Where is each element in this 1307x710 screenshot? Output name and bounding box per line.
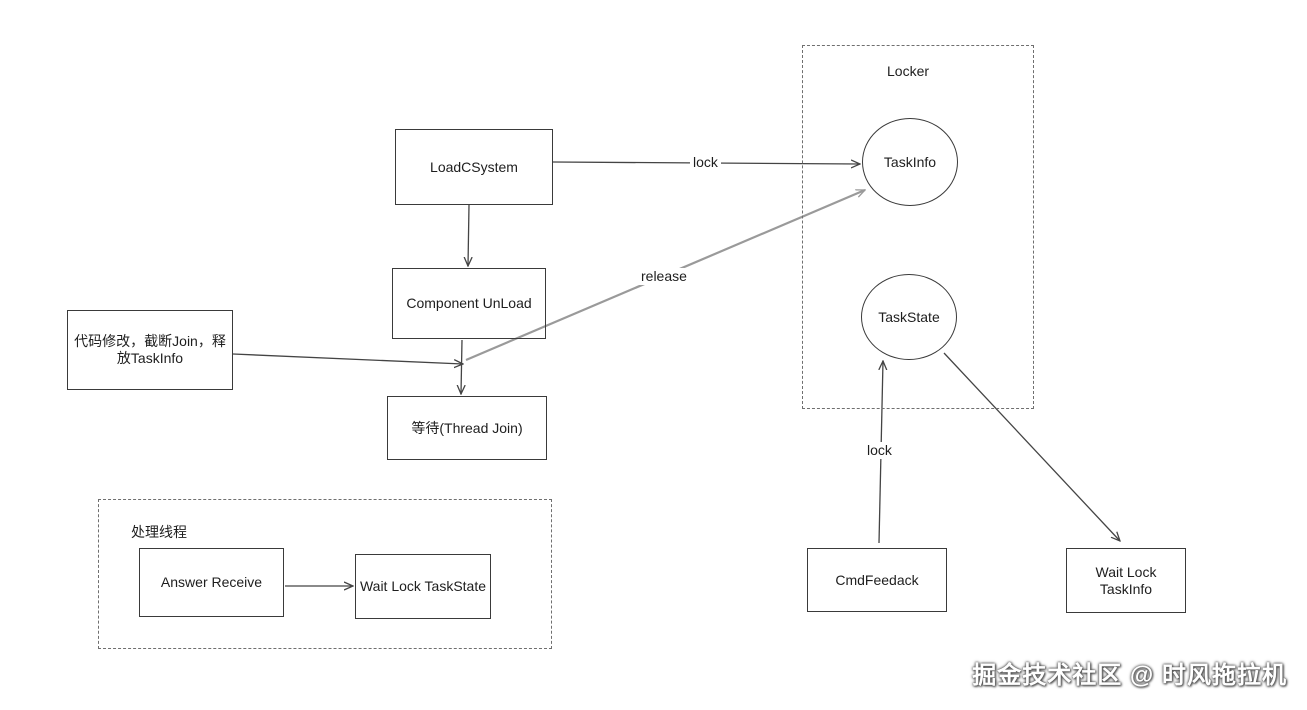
edge-label-release: release <box>638 268 690 285</box>
process-thread-group-title: 处理线程 <box>131 524 187 540</box>
edge-label-lock-top: lock <box>690 154 721 171</box>
watermark: 掘金技术社区 @ 时风拖拉机 <box>972 662 1287 689</box>
edge-unload-to-wait <box>461 339 462 394</box>
code-change-label-line2: 放TaskInfo <box>116 350 184 366</box>
answer-receive-label: Answer Receive <box>160 574 263 590</box>
locker-group-title: Locker <box>887 63 930 79</box>
wait-lock-taskinfo-node[interactable]: Wait Lock TaskInfo <box>1066 548 1186 613</box>
load-csystem-label: LoadCSystem <box>430 158 518 175</box>
taskinfo-label: TaskInfo <box>883 153 937 170</box>
load-csystem-node[interactable]: LoadCSystem <box>395 129 553 205</box>
edge-load-to-unload <box>468 204 469 266</box>
wait-lock-taskinfo-label-line2: TaskInfo <box>1099 580 1153 597</box>
wait-lock-taskstate-node[interactable]: Wait Lock TaskState <box>355 554 491 619</box>
code-change-label-line1: 代码修改，截断Join，释 <box>74 333 226 349</box>
component-unload-label: Component UnLoad <box>406 295 532 311</box>
taskinfo-node[interactable]: TaskInfo <box>862 118 958 206</box>
edge-taskstate-to-waitlock <box>943 352 1120 541</box>
edge-label-lock-bottom: lock <box>864 442 895 459</box>
wait-lock-taskinfo-label-line1: Wait Lock <box>1095 563 1157 580</box>
code-change-node[interactable]: 代码修改，截断Join，释 放TaskInfo <box>67 310 233 390</box>
cmd-feedack-label: CmdFeedack <box>835 571 919 588</box>
locker-group <box>802 45 1034 409</box>
component-unload-node[interactable]: Component UnLoad <box>392 268 546 339</box>
process-thread-group <box>98 499 552 649</box>
wait-thread-join-label: 等待(Thread Join) <box>411 419 523 436</box>
wait-lock-taskstate-label: Wait Lock TaskState <box>359 578 487 594</box>
edge-code-change-to-wait <box>232 353 463 364</box>
wait-thread-join-node[interactable]: 等待(Thread Join) <box>387 396 547 460</box>
taskstate-label: TaskState <box>878 308 940 325</box>
cmd-feedack-node[interactable]: CmdFeedack <box>807 548 947 612</box>
taskstate-node[interactable]: TaskState <box>861 274 957 360</box>
answer-receive-node[interactable]: Answer Receive <box>139 548 284 617</box>
